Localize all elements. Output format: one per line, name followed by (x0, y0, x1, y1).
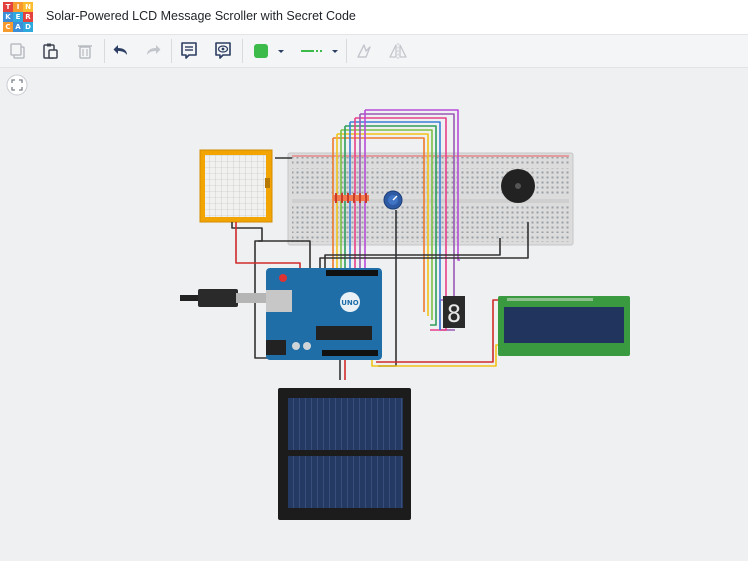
wires (231, 109, 529, 380)
logo-letter: R (23, 12, 33, 22)
notes-icon[interactable] (177, 39, 201, 63)
seven-segment-display[interactable]: 8 (443, 296, 465, 328)
line-style-picker[interactable] (294, 39, 342, 63)
solar-panel[interactable] (278, 388, 411, 520)
chevron-down-icon (332, 50, 338, 53)
logo-letter: A (13, 22, 23, 32)
toolbar-divider (242, 39, 243, 63)
arduino-board-label: UNO (341, 299, 359, 307)
toolbar-divider (104, 39, 105, 63)
usb-cable[interactable] (180, 289, 266, 307)
logo-letter: N (23, 2, 33, 12)
flip-icon[interactable] (386, 39, 410, 63)
fit-view-icon[interactable] (6, 74, 28, 96)
mirror-icon[interactable] (352, 39, 376, 63)
light-sensor[interactable] (199, 149, 273, 223)
lcd-16x2[interactable] (498, 296, 630, 356)
project-title[interactable]: Solar-Powered LCD Message Scroller with … (46, 9, 356, 23)
chevron-down-icon (278, 50, 284, 53)
logo-letter: D (23, 22, 33, 32)
resistor-array[interactable] (333, 193, 369, 203)
arduino-uno[interactable]: UNO (266, 268, 382, 360)
logo-letter: T (3, 2, 13, 12)
editor-toolbar (0, 35, 748, 68)
toolbar-divider (171, 39, 172, 63)
undo-icon[interactable] (109, 39, 133, 63)
potentiometer[interactable] (383, 190, 403, 210)
breadboard[interactable] (287, 152, 574, 246)
toolbar-divider (346, 39, 347, 63)
color-swatch (254, 44, 268, 58)
view-icon[interactable] (211, 39, 235, 63)
piezo-buzzer[interactable] (501, 169, 535, 203)
circuit-canvas[interactable]: UNO 8 (0, 68, 748, 561)
redo-icon[interactable] (141, 39, 165, 63)
delete-icon[interactable] (73, 39, 97, 63)
logo-letter: K (3, 12, 13, 22)
logo-letter: C (3, 22, 13, 32)
copy-icon[interactable] (6, 39, 30, 63)
logo-letter: E (13, 12, 23, 22)
line-style-icon (301, 50, 323, 52)
paste-icon[interactable] (38, 39, 62, 63)
color-picker[interactable] (250, 39, 288, 63)
seven-segment-digit: 8 (447, 300, 461, 328)
logo-letter: I (13, 2, 23, 12)
